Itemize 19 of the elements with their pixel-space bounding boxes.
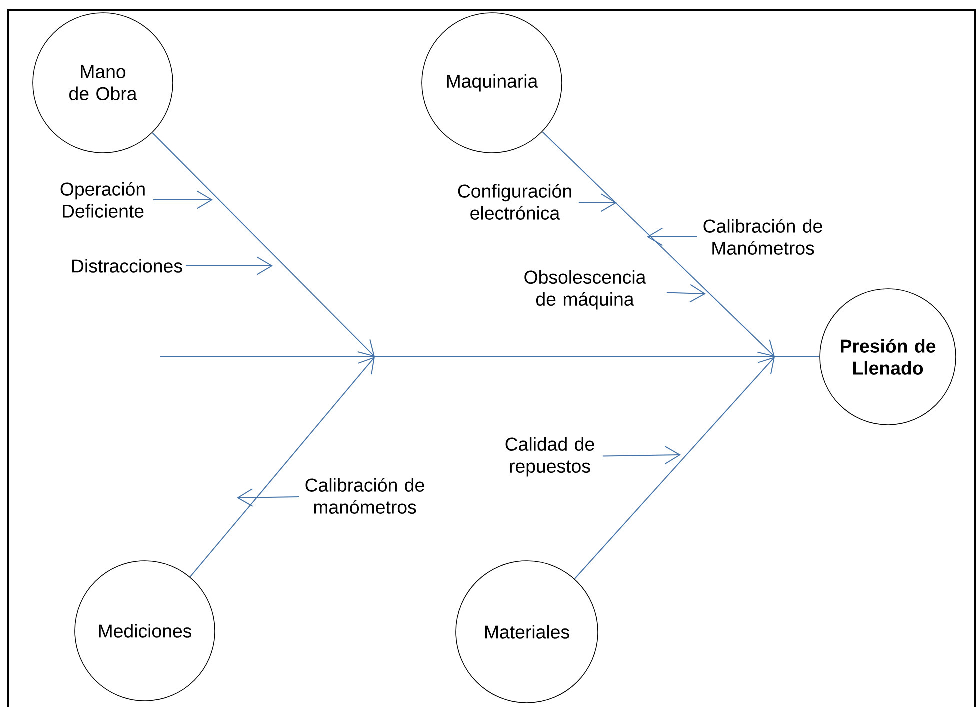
arrow <box>602 446 681 464</box>
arrow <box>578 194 617 212</box>
cause-label: Distracciones <box>72 259 182 273</box>
arrow <box>237 488 300 507</box>
arrow <box>666 284 706 303</box>
arrow <box>647 228 698 246</box>
spine-line <box>160 356 820 358</box>
cause-label: Calibración de manómetros <box>306 478 424 514</box>
arrow <box>152 190 213 210</box>
arrow <box>190 357 375 578</box>
arrow <box>152 132 375 357</box>
cause-label: Calidad de repuestos <box>506 437 594 477</box>
cause-label: Operación Deficiente <box>60 182 145 218</box>
arrow <box>185 256 273 276</box>
arrow <box>542 131 776 357</box>
cause-label: Calibración de Manómetros <box>704 219 822 255</box>
arrow <box>574 357 775 580</box>
cause-label: Obsolescencia de máquina <box>524 270 646 310</box>
cause-label: Configuración electrónica <box>458 184 572 220</box>
